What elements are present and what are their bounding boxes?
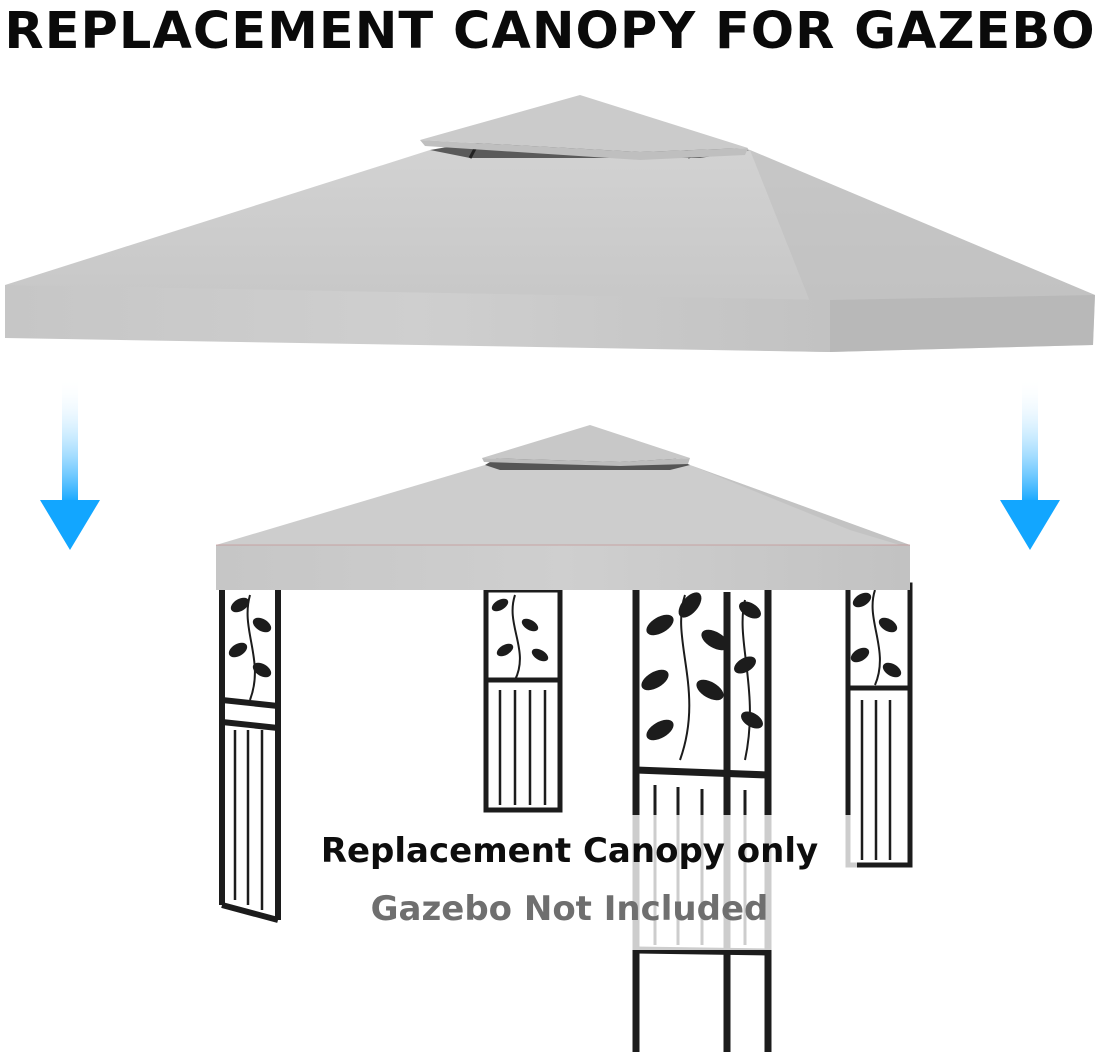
arrow-down-icon-left <box>40 378 100 550</box>
note-panel-backdrop <box>282 815 857 950</box>
leaf-ornaments <box>228 592 902 741</box>
leaf-stems <box>246 589 881 761</box>
note-gazebo-not-included: Gazebo Not Included <box>370 889 769 929</box>
canopy-standalone <box>5 95 1095 352</box>
page-title: REPLACEMENT CANOPY FOR GAZEBO <box>4 2 1096 61</box>
frame-left <box>219 590 281 923</box>
gazebo-assembled <box>216 425 913 1052</box>
arrow-down-icon-right <box>1000 378 1060 550</box>
note-canopy-only: Replacement Canopy only <box>320 831 819 871</box>
